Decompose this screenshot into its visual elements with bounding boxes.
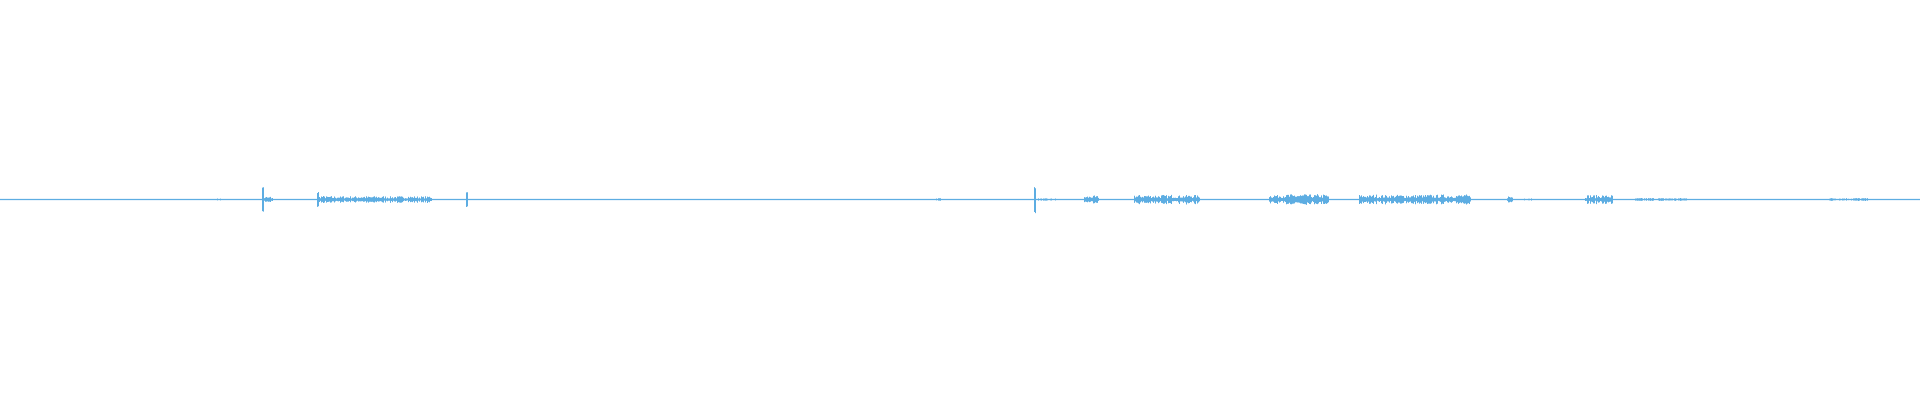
waveform-bars	[217, 187, 1868, 214]
